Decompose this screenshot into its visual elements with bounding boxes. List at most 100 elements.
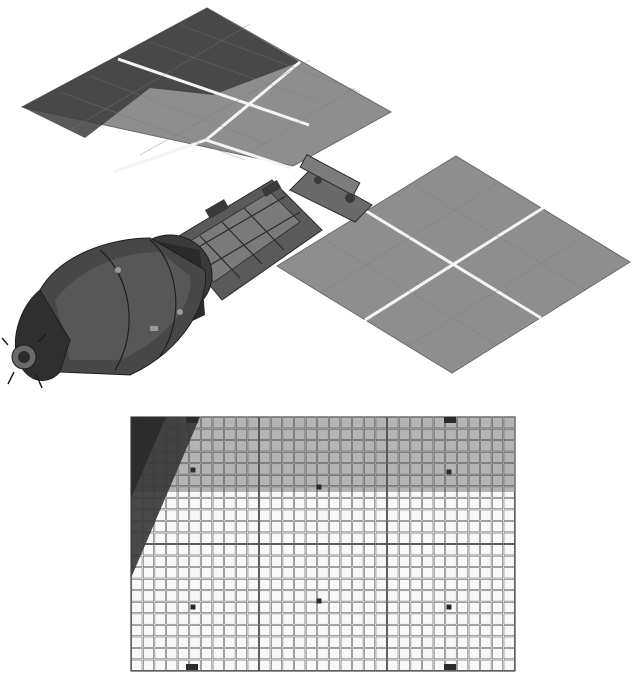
solar-cell	[166, 532, 178, 544]
solar-cell	[468, 451, 480, 463]
solar-cell	[410, 417, 422, 429]
solar-array-panel-layout	[130, 416, 516, 672]
solar-cell	[329, 613, 341, 625]
solar-cell	[270, 636, 282, 648]
solar-cell	[398, 451, 410, 463]
mounting-marker	[444, 417, 456, 423]
solar-cell	[212, 509, 224, 521]
solar-cell	[410, 440, 422, 452]
solar-cell	[422, 659, 434, 671]
solar-cell	[282, 451, 294, 463]
solar-cell	[492, 648, 504, 660]
solar-cell	[480, 509, 492, 521]
solar-cell	[398, 475, 410, 486]
solar-cell	[445, 440, 457, 452]
solar-cell	[422, 521, 434, 533]
solar-cell	[177, 555, 189, 567]
solar-cell	[201, 521, 213, 533]
solar-cell	[166, 509, 178, 521]
solar-cell	[480, 636, 492, 648]
solar-cell	[189, 636, 201, 648]
solar-cell	[329, 590, 341, 602]
solar-cell	[445, 486, 457, 498]
solar-cell	[503, 625, 515, 637]
solar-cell	[305, 428, 317, 440]
solar-cell	[352, 509, 364, 521]
solar-cell	[294, 567, 306, 579]
solar-cell	[410, 509, 422, 521]
solar-cell	[270, 428, 282, 440]
solar-cell	[457, 532, 469, 544]
solar-cell	[189, 509, 201, 521]
solar-cell	[422, 602, 434, 613]
solar-cell	[492, 567, 504, 579]
solar-cell	[294, 440, 306, 452]
solar-cell	[433, 463, 445, 475]
solar-cell	[317, 417, 329, 429]
solar-cell	[270, 659, 282, 671]
solar-cell	[433, 602, 445, 613]
solar-cell	[329, 440, 341, 452]
solar-cell	[131, 578, 143, 590]
solar-cell	[329, 532, 341, 544]
solar-cell	[398, 578, 410, 590]
solar-cell	[212, 555, 224, 567]
solar-cell	[270, 590, 282, 602]
solar-cell	[212, 532, 224, 544]
solar-cell	[445, 532, 457, 544]
solar-cell	[282, 498, 294, 510]
solar-cell	[480, 417, 492, 429]
solar-cell	[177, 463, 189, 475]
solar-cell	[294, 602, 306, 613]
solar-cell	[445, 602, 457, 613]
solar-cell	[201, 475, 213, 486]
solar-cell	[212, 417, 224, 429]
solar-cell	[352, 555, 364, 567]
solar-cell	[398, 440, 410, 452]
solar-cell	[398, 486, 410, 498]
solar-cell	[352, 428, 364, 440]
solar-cell	[364, 567, 376, 579]
solar-cell	[398, 428, 410, 440]
solar-cell	[236, 532, 248, 544]
solar-cell	[468, 648, 480, 660]
solar-cell	[329, 625, 341, 637]
solar-cell	[410, 532, 422, 544]
solar-cell	[224, 602, 236, 613]
solar-cell	[282, 636, 294, 648]
solar-cell	[236, 440, 248, 452]
solar-cell	[189, 602, 201, 613]
solar-cell	[340, 451, 352, 463]
solar-cell	[294, 659, 306, 671]
solar-cell	[503, 590, 515, 602]
solar-cell	[422, 636, 434, 648]
solar-cell	[305, 532, 317, 544]
solar-cell	[410, 463, 422, 475]
solar-cell	[270, 532, 282, 544]
solar-cell	[445, 590, 457, 602]
solar-cell	[270, 475, 282, 486]
solar-cell	[410, 659, 422, 671]
solar-cell	[212, 613, 224, 625]
solar-cell	[422, 498, 434, 510]
solar-cell	[398, 555, 410, 567]
solar-cell	[492, 475, 504, 486]
solar-cell	[305, 521, 317, 533]
solar-cell	[305, 509, 317, 521]
solar-cell	[329, 602, 341, 613]
solar-cell	[457, 613, 469, 625]
solar-cell	[236, 486, 248, 498]
solar-cell	[177, 636, 189, 648]
solar-cell	[201, 567, 213, 579]
solar-cell	[433, 555, 445, 567]
solar-cell	[468, 602, 480, 613]
solar-cell	[270, 578, 282, 590]
solar-cell	[503, 417, 515, 429]
solar-cell	[212, 440, 224, 452]
solar-cell	[364, 648, 376, 660]
solar-cell	[201, 532, 213, 544]
solar-cell	[422, 578, 434, 590]
solar-cell	[492, 636, 504, 648]
solar-cell	[398, 590, 410, 602]
solar-cell	[410, 428, 422, 440]
